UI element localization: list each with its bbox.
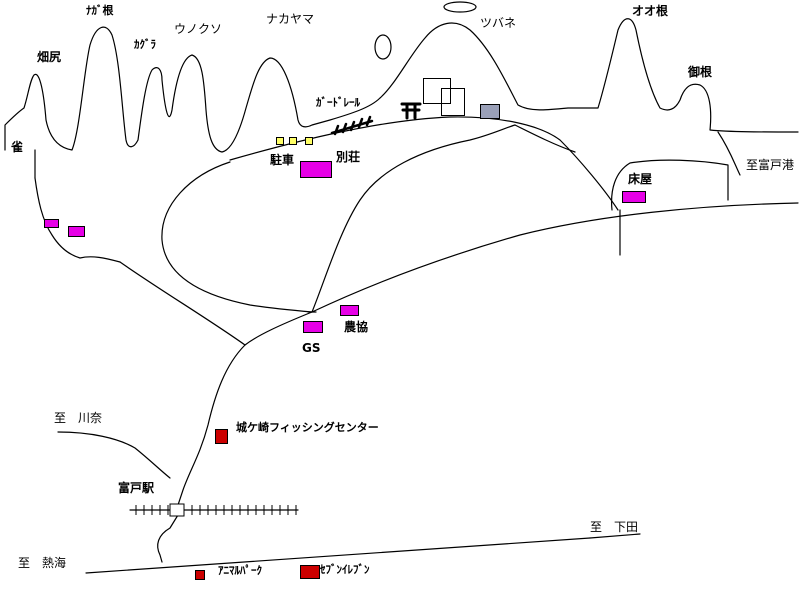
label-atami: 至 熱海	[18, 556, 67, 570]
label-nakayama: ナカヤマ	[266, 12, 315, 26]
nokyo-building	[340, 305, 359, 316]
torii-icon	[400, 102, 422, 120]
label-tokoya: 床屋	[628, 172, 653, 186]
label-parking: 駐車	[270, 153, 295, 167]
right-hill	[717, 131, 741, 176]
label-kawana: 至 川奈	[54, 411, 103, 425]
road-diagonal	[311, 124, 516, 313]
parking-slot-2	[289, 137, 297, 145]
label-nokyo: 農協	[344, 320, 369, 334]
label-gone: 御根	[688, 65, 713, 79]
label-guardrail: ｶﾞｰﾄﾞﾚｰﾙ	[316, 96, 360, 109]
house-west-2	[68, 226, 85, 237]
animal-park-building	[195, 570, 205, 580]
road-futo-port	[610, 159, 729, 211]
label-kagura: ｶｸﾞﾗ	[134, 38, 156, 51]
villa-building	[300, 161, 332, 178]
mountain-ridge	[4, 18, 799, 153]
parking-slot-3	[305, 137, 313, 145]
shrine-building-2	[441, 88, 465, 116]
road-main-east	[311, 202, 799, 313]
label-seven-eleven: ｾﾌﾞﾝｲﾚﾌﾞﾝ	[320, 563, 370, 576]
label-villa: 別荘	[336, 150, 361, 164]
guardrail-mark	[330, 115, 374, 136]
label-futo-port: 至富戸港	[746, 158, 795, 172]
shrine-building-3	[480, 104, 500, 119]
station-building	[169, 503, 185, 517]
house-west-1	[44, 219, 59, 228]
oval-marker-1	[374, 34, 392, 60]
railway-ties	[135, 505, 297, 515]
gs-building	[303, 321, 323, 333]
fishing-center-building	[215, 429, 228, 444]
road-spur-east	[514, 124, 576, 153]
oval-marker-2	[443, 1, 477, 13]
label-suzume: 雀	[11, 140, 24, 154]
label-naganone: ﾅｶﾞ根	[86, 4, 114, 17]
road-coastal-highway	[85, 537, 591, 574]
label-gs: GS	[302, 341, 321, 355]
label-oone: オオ根	[632, 4, 669, 18]
road-station-south	[157, 514, 179, 563]
tokoya-building	[622, 191, 646, 203]
label-animal-park: ｱﾆﾏﾙﾊﾟｰｸ	[218, 564, 262, 577]
road-kawana	[57, 431, 171, 479]
road-shimoda	[589, 533, 641, 539]
seven-eleven-building	[300, 565, 320, 579]
left-hill-spur	[34, 177, 121, 263]
road-to-west-hill	[119, 261, 246, 346]
road-loop	[161, 161, 313, 313]
label-station: 富戸駅	[118, 481, 155, 495]
road-north-south	[177, 311, 313, 506]
label-unokuso: ウノクソ	[174, 22, 223, 36]
shrine-building-1	[423, 78, 451, 104]
label-fishing-center: 城ケ崎フィッシングセンター	[236, 421, 379, 434]
label-tsubane: ツバネ	[480, 16, 517, 30]
label-shimoda: 至 下田	[590, 520, 639, 534]
label-hatajiri: 畑尻	[37, 50, 62, 64]
parking-slot-1	[276, 137, 284, 145]
